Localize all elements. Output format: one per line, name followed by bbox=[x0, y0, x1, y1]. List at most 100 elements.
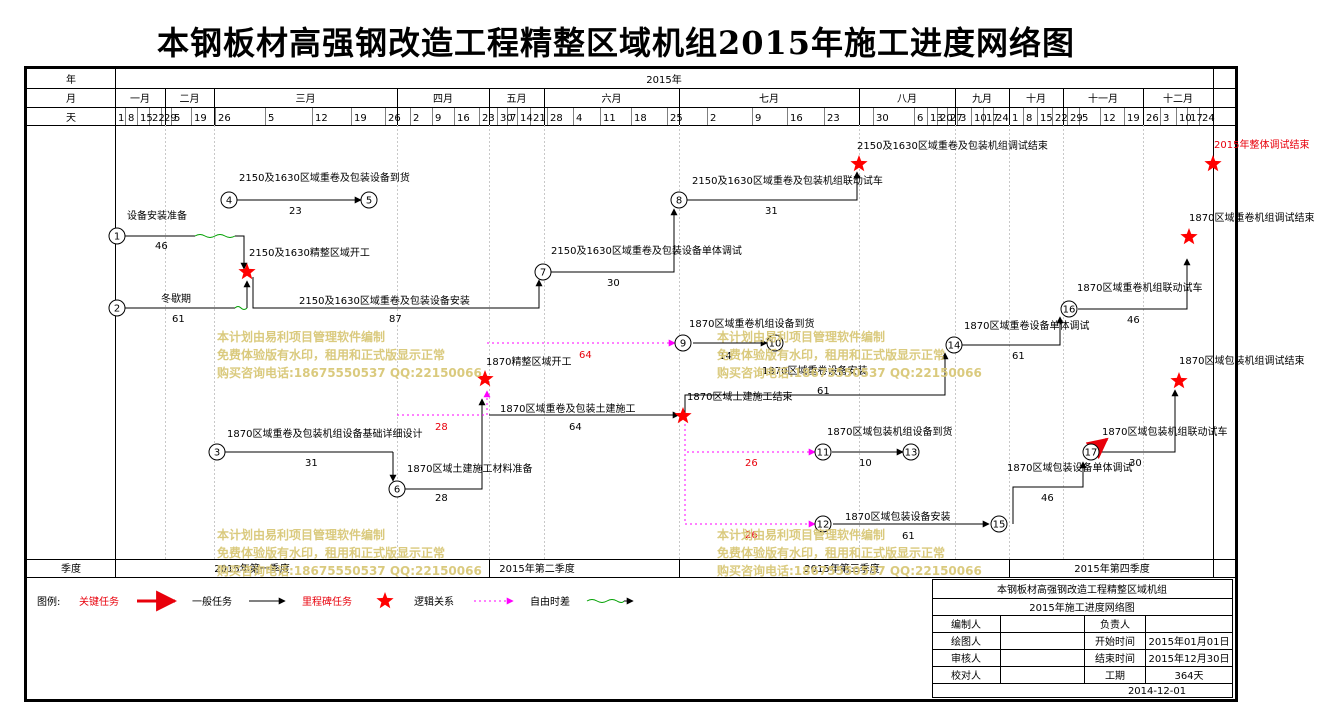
task-label-1a: 设备安装准备 bbox=[127, 209, 187, 222]
day-label: 14 bbox=[520, 113, 533, 124]
day-label: 11 bbox=[603, 113, 616, 124]
node-number: 8 bbox=[676, 196, 682, 207]
day-label: 5 bbox=[268, 113, 274, 124]
node-number: 11 bbox=[817, 448, 830, 459]
info-start-value: 2015年01月01日 bbox=[1149, 635, 1230, 648]
day-label: 29 bbox=[1070, 113, 1083, 124]
day-label: 8 bbox=[1026, 113, 1032, 124]
node-5: 5 bbox=[360, 191, 378, 209]
info-start-label: 开始时间 bbox=[1095, 635, 1135, 648]
node-4: 4 bbox=[220, 191, 238, 209]
task-label-15: 1870区域重卷设备安装 bbox=[762, 364, 867, 377]
day-label: 19 bbox=[1127, 113, 1140, 124]
info-date: 2014-12-01 bbox=[1128, 686, 1186, 697]
day-label: 6 bbox=[917, 113, 923, 124]
watermark-a3: 购买咨询电话:18675550537 QQ:22150066 bbox=[217, 365, 482, 380]
task-label-17: 1870区域包装设备安装 bbox=[845, 510, 950, 523]
month-label-10: 十月 bbox=[1026, 92, 1046, 105]
quarter-row-label: 季度 bbox=[61, 562, 81, 575]
info-period-value: 364天 bbox=[1174, 671, 1203, 682]
node-3: 3 bbox=[208, 443, 226, 461]
day-label: 8 bbox=[128, 113, 134, 124]
node-number: 3 bbox=[214, 448, 220, 459]
info-end-label: 结束时间 bbox=[1095, 652, 1135, 665]
dashed-duration-2: 28 bbox=[435, 422, 448, 433]
task-duration-21: 46 bbox=[1041, 493, 1054, 504]
dashed-duration-4: 26 bbox=[745, 530, 758, 541]
watermark-d2: 免费体验版有水印，租用和正式版显示正常 bbox=[717, 545, 945, 560]
day-label: 9 bbox=[755, 113, 761, 124]
watermark-a2: 免费体验版有水印，租用和正式版显示正常 bbox=[217, 347, 445, 362]
milestone-star-icon bbox=[238, 263, 256, 280]
node-12: 12 bbox=[814, 515, 832, 533]
network-diagram: 年 月 天 季度 2015年 一月二月三月四月五月六月七月八月九月十月十一月十二… bbox=[27, 69, 1314, 698]
task-duration-12: 64 bbox=[569, 422, 582, 433]
legend-milestone-star-icon bbox=[376, 592, 394, 609]
month-label-8: 八月 bbox=[897, 93, 917, 105]
watermark-c1: 本计划由易利项目管理软件编制 bbox=[217, 527, 385, 542]
node-8: 8 bbox=[670, 191, 688, 209]
task-duration-19: 46 bbox=[1127, 315, 1140, 326]
legend-logic-label: 逻辑关系 bbox=[414, 595, 454, 608]
info-end-value: 2015年12月30日 bbox=[1149, 652, 1230, 665]
task-label-14: 1870区域重卷机组设备到货 bbox=[689, 317, 814, 330]
task-duration-22: 30 bbox=[1129, 458, 1142, 469]
node-13: 13 bbox=[902, 443, 920, 461]
task-label-22: 1870区域包装机组联动试车 bbox=[1102, 425, 1227, 438]
legend-float-wave bbox=[586, 599, 625, 603]
legend-critical-label: 关键任务 bbox=[79, 595, 119, 608]
node-number: 10 bbox=[769, 339, 782, 350]
year-row-label: 年 bbox=[66, 73, 76, 86]
node-11: 11 bbox=[814, 443, 832, 461]
task-label-16: 1870区域包装机组设备到货 bbox=[827, 425, 952, 438]
node-number: 13 bbox=[905, 448, 918, 459]
task-label-23: 1870区域包装机组调试结束 bbox=[1179, 354, 1304, 367]
day-label: 25 bbox=[670, 113, 683, 124]
task-duration-17: 61 bbox=[902, 531, 915, 542]
day-label: 26 bbox=[1146, 113, 1159, 124]
node-15: 15 bbox=[990, 515, 1008, 533]
task-label-19: 1870区域重卷机组联动试车 bbox=[1077, 281, 1202, 294]
day-label: 16 bbox=[790, 113, 803, 124]
watermark-a1: 本计划由易利项目管理软件编制 bbox=[217, 329, 385, 344]
watermark-d1: 本计划由易利项目管理软件编制 bbox=[717, 527, 885, 542]
info-compiler: 编制人 bbox=[951, 618, 981, 631]
info-period-label: 工期 bbox=[1105, 670, 1125, 682]
node-number: 17 bbox=[1085, 448, 1098, 459]
day-label: 5 bbox=[1082, 113, 1088, 124]
node-number: 4 bbox=[226, 196, 232, 207]
task-duration-14: 14 bbox=[719, 351, 732, 362]
milestone-star-icon bbox=[476, 370, 494, 387]
task-label-21: 1870区域包装设备单体调试 bbox=[1007, 461, 1132, 474]
month-label-9: 九月 bbox=[972, 93, 992, 105]
day-label: 18 bbox=[634, 113, 647, 124]
day-label: 22 bbox=[1055, 113, 1068, 124]
month-label-12: 十二月 bbox=[1163, 92, 1193, 105]
quarter-3-label: 2015年第三季度 bbox=[804, 562, 879, 575]
task-duration-9: 31 bbox=[305, 458, 318, 469]
month-row-label: 月 bbox=[66, 93, 76, 105]
task-label-9: 1870区域重卷及包装机组设备基础详细设计 bbox=[227, 427, 422, 440]
day-label: 9 bbox=[435, 113, 441, 124]
task-duration-16: 10 bbox=[859, 458, 872, 469]
day-label: 20 bbox=[940, 113, 953, 124]
month-label-3: 三月 bbox=[296, 93, 316, 105]
day-label: 1 bbox=[1012, 113, 1018, 124]
day-label: 29 bbox=[164, 113, 177, 124]
page-title: 本钢板材高强钢改造工程精整区域机组2015年施工进度网络图 bbox=[156, 24, 1076, 62]
day-label: 13 bbox=[930, 113, 943, 124]
watermark-b2: 免费体验版有水印，租用和正式版显示正常 bbox=[717, 347, 945, 362]
month-label-4: 四月 bbox=[433, 93, 453, 105]
day-label: 26 bbox=[388, 113, 401, 124]
dashed-duration-1: 64 bbox=[579, 350, 592, 361]
watermark-d3: 购买咨询电话:18675550537 QQ:22150066 bbox=[717, 563, 982, 578]
node-14: 14 bbox=[945, 336, 963, 354]
day-label: 2 bbox=[710, 113, 716, 124]
month-label-6: 六月 bbox=[602, 93, 622, 105]
milestone-star-icon bbox=[1170, 372, 1188, 389]
task-label-8: 2150及1630区域重卷及包装机组调试结束 bbox=[857, 139, 1048, 152]
month-label-11: 十一月 bbox=[1088, 92, 1118, 105]
diagram-frame: 年 月 天 季度 2015年 一月二月三月四月五月六月七月八月九月十月十一月十二… bbox=[24, 66, 1314, 702]
task-label-3: 2150及1630精整区域开工 bbox=[249, 246, 370, 259]
day-label: 5 bbox=[174, 113, 180, 124]
